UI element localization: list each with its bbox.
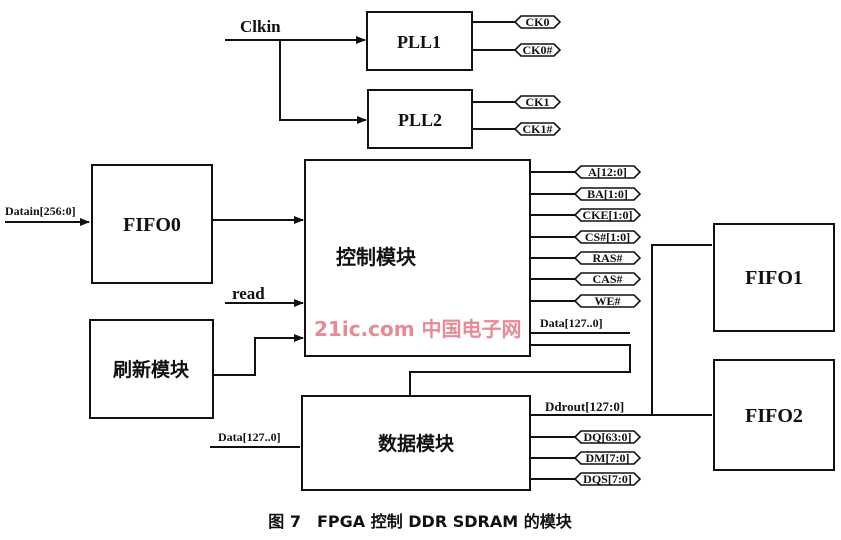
data-label: 数据模块 <box>378 432 455 455</box>
fifo1-label: FIFO1 <box>745 267 803 289</box>
data-in-label: Data[127..0] <box>218 430 281 444</box>
control-output-5-tag <box>573 272 642 286</box>
control-output-6-tag <box>573 294 642 308</box>
control-output-0-tag <box>573 165 642 179</box>
ddrout-bus-lines <box>530 244 712 416</box>
clkin-to-pll2-arrow <box>279 40 367 124</box>
data-output-1-label: DM[7:0] <box>586 451 630 465</box>
control-output-1-label: BA[1:0] <box>587 187 628 201</box>
control-block <box>304 159 531 357</box>
figure-caption: 图 7 FPGA 控制 DDR SDRAM 的模块 <box>268 512 572 531</box>
ck1-tag <box>513 95 562 109</box>
control-output-0-label: A[12:0] <box>588 165 627 179</box>
fifo1-block <box>713 223 835 332</box>
watermark: 21ic.com 中国电子网 <box>314 317 522 341</box>
refresh-label: 刷新模块 <box>113 358 190 381</box>
ddrout-label: Ddrout[127:0] <box>545 399 624 414</box>
ck1n-label: CK1# <box>523 122 553 136</box>
ck0n-tag <box>513 43 562 57</box>
refresh-to-control-arrow <box>213 334 304 376</box>
control-output-1-tag <box>573 187 642 201</box>
ck1n-tag <box>513 122 562 136</box>
control-label: 控制模块 <box>336 245 417 269</box>
data-output-0-label: DQ[63:0] <box>584 430 632 444</box>
ck0n-label: CK0# <box>523 43 553 57</box>
pll1-block <box>366 11 473 71</box>
data-block <box>301 395 531 491</box>
data-output-1-tag <box>573 451 642 465</box>
data-output-2-label: DQS[7:0] <box>583 472 632 486</box>
control-to-data-link <box>409 344 631 396</box>
pll2-block <box>367 89 473 149</box>
data-output-0-tag <box>573 430 642 444</box>
data-output-2-tag <box>573 472 642 486</box>
clkin-label: Clkin <box>240 17 281 36</box>
fifo0-label: FIFO0 <box>123 214 181 236</box>
fifo2-block <box>713 359 835 471</box>
fifo2-label: FIFO2 <box>745 405 803 427</box>
control-output-3-label: CS#[1:0] <box>585 230 630 244</box>
pll-output-lines <box>472 21 515 130</box>
control-output-3-tag <box>573 230 642 244</box>
pll2-label: PLL2 <box>398 110 442 130</box>
control-output-4-tag <box>573 251 642 265</box>
fifo0-block <box>91 164 213 284</box>
read-label: read <box>232 284 265 303</box>
control-data-bus-label: Data[127..0] <box>540 316 603 330</box>
control-output-4-label: RAS# <box>592 251 622 265</box>
pll1-label: PLL1 <box>397 32 441 52</box>
control-output-5-label: CAS# <box>592 272 622 286</box>
control-output-2-tag <box>573 208 642 222</box>
control-output-2-label: CKE[1:0] <box>583 208 633 222</box>
control-output-6-label: WE# <box>594 294 620 308</box>
refresh-block <box>89 319 214 419</box>
ck0-tag <box>513 15 562 29</box>
datain-label: Datain[256:0] <box>5 204 76 218</box>
ck1-label: CK1 <box>526 95 550 109</box>
ck0-label: CK0 <box>526 15 550 29</box>
